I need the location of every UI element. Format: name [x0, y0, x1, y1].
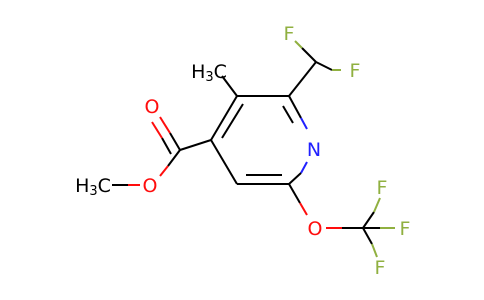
bond-chf2-f-right-a	[315, 61, 333, 71]
atom-cf3-f1: F	[377, 177, 388, 199]
methyl-top-sub: 3	[205, 70, 213, 85]
ring-bond-c2-n-b	[300, 117, 308, 130]
atom-methyl-top: H3C	[191, 61, 227, 85]
ring-double-inner-1	[221, 103, 244, 139]
atom-f-right: F	[350, 60, 361, 82]
methyl-top-c: C	[214, 61, 227, 83]
methyl-ester-h: H	[75, 175, 89, 197]
atom-carbonyl-o: O	[145, 96, 160, 118]
bond-carbonyl-o-2a	[161, 137, 172, 155]
atom-labels: F F H3C O O H3C N O F F F	[75, 23, 410, 279]
ring-double-inner-3a	[282, 105, 294, 124]
ring-bond-n-c6-a	[300, 161, 308, 174]
bond-carbonyl-o-1a	[169, 132, 181, 151]
bond-cf3-f3-b	[371, 243, 378, 258]
methyl-ester-sub: 3	[89, 184, 97, 199]
ring-bond-c4-c3	[210, 95, 238, 141]
bond-carbonyl-ester-o-b	[159, 165, 169, 177]
bond-carbonyl-o-2b	[151, 121, 163, 139]
bond-c3-methyl	[221, 75, 238, 97]
bond-cf3-f3-a	[362, 227, 373, 245]
ring-bond-c2-n-a	[288, 95, 302, 119]
atom-ether-o: O	[308, 218, 323, 240]
methyl-ester-c: C	[98, 175, 111, 197]
atom-ring-n: N	[307, 139, 321, 161]
bond-chf2-f-top-b	[294, 40, 303, 49]
atom-cf3-f2: F	[400, 218, 411, 240]
atom-methyl-ester: H3C	[75, 175, 111, 199]
atom-ester-o: O	[143, 175, 158, 197]
ring-bond-n-c6-b	[288, 172, 302, 185]
substituent-bonds	[112, 40, 395, 258]
pyridine-ring	[210, 95, 308, 185]
ring-bond-c5-c4	[210, 139, 238, 185]
bond-chf2-f-top-a	[301, 47, 317, 63]
bond-cf3-f1-a	[362, 211, 375, 229]
bond-c2-chf2	[288, 61, 317, 97]
bond-cf3-f1-b	[373, 197, 381, 213]
bond-c4-carbonyl	[179, 139, 212, 151]
bond-c6-ether-o-b	[299, 202, 308, 216]
methyl-top-h: H	[191, 61, 205, 83]
atom-f-top: F	[284, 23, 295, 45]
bond-carbonyl-o-1b	[159, 116, 171, 134]
bond-c6-ether-o-a	[288, 183, 301, 204]
bond-carbonyl-ester-o-a	[167, 149, 181, 167]
atom-cf3-f3: F	[375, 257, 386, 279]
